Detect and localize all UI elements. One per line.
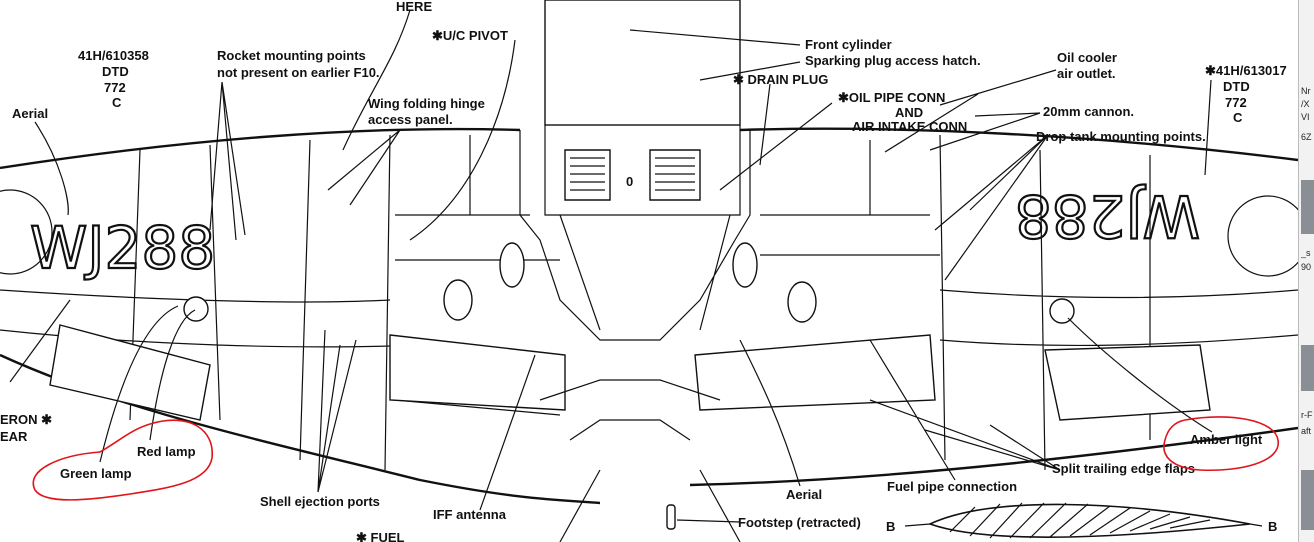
label-and: AND — [895, 105, 923, 120]
label-front-cylinder: Front cylinder — [805, 37, 892, 52]
wing-trailing-edge-right — [689, 426, 1298, 487]
label-rocket-1: Rocket mounting points — [217, 48, 366, 63]
fuselage-upper-block — [544, 0, 741, 126]
leader-lines — [9, 9, 1213, 523]
label-gear: EAR — [0, 429, 28, 444]
label-oil-cooler-1: Oil cooler — [1057, 50, 1117, 65]
label-rocket-2: not present on earlier F10. — [217, 65, 380, 80]
label-split-flaps: Split trailing edge flaps — [1052, 461, 1195, 476]
label-footstep: Footstep (retracted) — [738, 515, 861, 530]
label-aileron: ERON ✱ — [0, 412, 52, 427]
label-iff: IFF antenna — [433, 507, 507, 522]
sidebar-thumbnail[interactable] — [1301, 180, 1314, 234]
access-oval-left-1 — [443, 279, 473, 321]
flap-panel-letter: 0 — [626, 174, 633, 189]
sidebar-thumbnail[interactable] — [1301, 470, 1314, 530]
panel-lines-left — [0, 134, 561, 471]
access-oval-right-1 — [732, 242, 758, 288]
label-red-lamp: Red lamp — [137, 444, 196, 459]
flap-right — [694, 334, 936, 411]
red-annotation-lamps — [32, 419, 213, 501]
serial-right: WJ288 — [1015, 182, 1200, 250]
access-oval-right-2 — [787, 281, 817, 323]
side-panel: Nr /X VI 6Z _s 90 r-F aft — [1298, 0, 1314, 542]
label-amber-light: Amber light — [1190, 432, 1263, 447]
sidebar-snippet: /X — [1301, 99, 1310, 109]
label-aerial-center: Aerial — [786, 487, 822, 502]
sidebar-snippet: aft — [1301, 426, 1312, 436]
amber-light-housing — [1049, 298, 1075, 324]
label-part-right-3: 772 — [1225, 95, 1247, 110]
aerofoil-hatching — [949, 502, 1211, 539]
sidebar-snippet: 90 — [1301, 262, 1312, 272]
label-green-lamp: Green lamp — [60, 466, 132, 481]
label-part-right-4: C — [1233, 110, 1243, 125]
roundel-right — [1227, 195, 1298, 277]
sidebar-snippet: _s — [1301, 248, 1311, 258]
radiator-right — [649, 149, 701, 201]
label-shell-ports: Shell ejection ports — [260, 494, 380, 509]
label-part-left-2: DTD — [102, 64, 129, 79]
footstep-shape — [666, 504, 676, 530]
roundel-left — [0, 189, 53, 275]
sidebar-thumbnail[interactable] — [1301, 345, 1314, 391]
flap-outer-right — [1044, 344, 1211, 421]
label-wing-fold-1: Wing folding hinge — [368, 96, 485, 111]
label-section-b-right: B — [1268, 519, 1277, 534]
label-part-left-3: 772 — [104, 80, 126, 95]
label-uc-pivot: ✱U/C PIVOT — [432, 28, 508, 43]
label-here: HERE — [396, 0, 432, 14]
flap-outer-left — [49, 324, 211, 421]
red-lamp-housing — [183, 296, 209, 322]
label-aerial-left: Aerial — [12, 106, 48, 121]
wing-leading-edge — [0, 127, 521, 170]
label-section-b-left: B — [886, 519, 895, 534]
drop-tank-pointer-right — [934, 134, 1049, 231]
flap-left — [389, 334, 566, 411]
radiator-slats — [570, 157, 695, 191]
label-part-left-4: C — [112, 95, 122, 110]
label-part-right-2: DTD — [1223, 79, 1250, 94]
label-air-intake: AIR INTAKE CONN — [852, 119, 967, 134]
sidebar-snippet: VI — [1301, 112, 1310, 122]
access-oval-left-2 — [499, 242, 525, 288]
label-fuel-pipe: Fuel pipe connection — [887, 479, 1017, 494]
sidebar-snippet: r-F — [1301, 410, 1313, 420]
sidebar-snippet: Nr — [1301, 86, 1311, 96]
radiator-left — [564, 149, 611, 201]
label-wing-fold-2: access panel. — [368, 112, 453, 127]
label-drain-plug: ✱ DRAIN PLUG — [733, 72, 828, 87]
label-spark-plug: Sparking plug access hatch. — [805, 53, 981, 68]
label-cannon: 20mm cannon. — [1043, 104, 1134, 119]
label-drop-tank: Drop tank mounting points. — [1036, 129, 1206, 144]
centre-fairing — [539, 379, 741, 542]
label-part-left-1: 41H/610358 — [78, 48, 149, 63]
centre-section-outline — [519, 125, 751, 341]
serial-left: WJ288 — [30, 214, 215, 282]
label-oil-pipe: ✱OIL PIPE CONN — [838, 90, 945, 105]
section-line-b — [904, 523, 1263, 527]
label-part-right-1: ✱41H/613017 — [1205, 63, 1287, 78]
sidebar-snippet: 6Z — [1301, 132, 1312, 142]
label-oil-cooler-2: air outlet. — [1057, 66, 1116, 81]
red-annotation-amber — [1163, 416, 1279, 472]
label-fuel: ✱ FUEL — [356, 530, 405, 542]
wing-leading-edge-right — [739, 127, 1298, 162]
